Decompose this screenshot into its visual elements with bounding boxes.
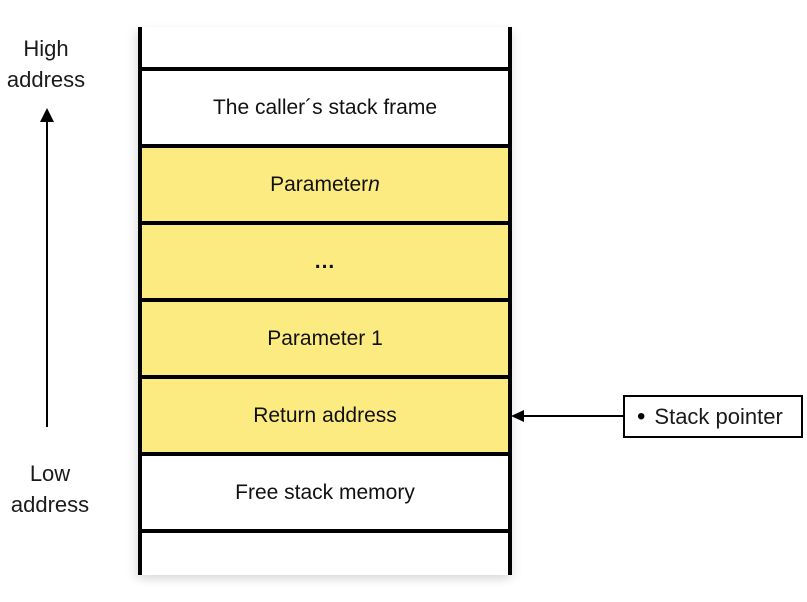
stack-cell-label: Parameter xyxy=(270,172,369,196)
stack-open-top xyxy=(142,27,508,67)
stack-cell-label: Parameter 1 xyxy=(267,326,383,350)
stack-cell-ellipsis: ... xyxy=(142,225,508,302)
stack-cell-return-address: Return address xyxy=(142,379,508,456)
stack-pointer-box: • Stack pointer xyxy=(623,395,803,438)
stack-cell-parameter-n: Parameter n xyxy=(142,148,508,225)
low-address-line2: address xyxy=(10,492,90,517)
low-address-label: Low address xyxy=(0,458,100,520)
stack-pointer-label: Stack pointer xyxy=(654,403,783,429)
up-arrow-line xyxy=(46,121,48,427)
bullet-icon: • xyxy=(637,402,646,430)
high-address-line2: address xyxy=(6,67,86,92)
high-address-label: High address xyxy=(0,33,92,95)
stack-cell-free-memory: Free stack memory xyxy=(142,456,508,533)
up-arrowhead-icon xyxy=(40,108,54,122)
stack-cell-label: Return address xyxy=(253,403,397,427)
high-address-line1: High xyxy=(23,36,69,61)
left-arrowhead-icon xyxy=(511,410,524,422)
low-address-line1: Low xyxy=(29,461,71,486)
stack-cell-parameter-1: Parameter 1 xyxy=(142,302,508,379)
stack-cells: The caller´s stack frame Parameter n ...… xyxy=(142,67,508,533)
stack-pointer-arrow-line xyxy=(524,415,640,417)
stack-cell-caller-frame: The caller´s stack frame xyxy=(142,71,508,148)
stack-cell-label: Free stack memory xyxy=(235,480,415,504)
stack-cell-label-italic: n xyxy=(368,172,380,196)
stack-cell-label: The caller´s stack frame xyxy=(212,95,438,119)
stack-cell-label: ... xyxy=(314,249,336,273)
stack-column: The caller´s stack frame Parameter n ...… xyxy=(138,27,512,575)
